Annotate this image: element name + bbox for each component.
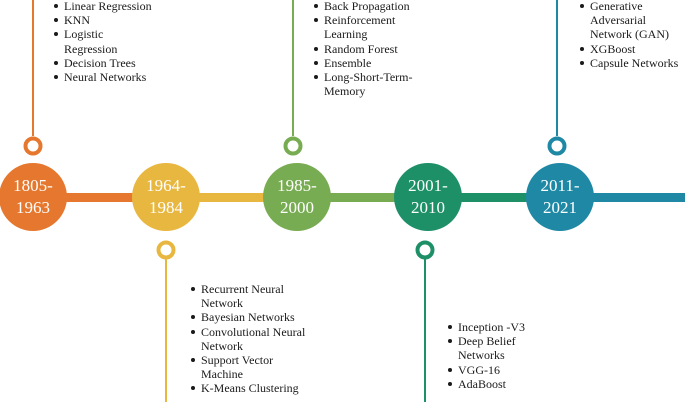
- timeline-bar-segment-4: [398, 193, 530, 202]
- algorithm-item: Generative: [580, 0, 678, 13]
- algorithm-item-continuation: Network: [201, 296, 243, 311]
- algorithm-item: KNN: [54, 13, 152, 27]
- timeline-bar-segment-5: [530, 193, 685, 202]
- algorithm-item: XGBoost: [580, 42, 678, 56]
- era-label-2: 1964- 1984: [131, 175, 201, 219]
- ring-marker-3: [283, 136, 303, 156]
- ring-marker-2: [156, 240, 176, 260]
- ring-marker-5: [547, 136, 567, 156]
- algorithm-item: Recurrent Neural: [191, 282, 305, 296]
- era-label-2-end: 1984: [149, 198, 183, 217]
- era-circle-5: [526, 163, 594, 231]
- algorithm-item: Decision Trees: [54, 56, 152, 70]
- algorithm-item: Bayesian Networks: [191, 310, 305, 324]
- era-label-1-end: 1963: [16, 198, 50, 217]
- algorithm-item: Support Vector: [191, 353, 305, 367]
- algorithm-item-continuation: Regression: [64, 41, 118, 56]
- era-label-1: 1805- 1963: [0, 175, 68, 219]
- algorithm-item: Inception -V3: [448, 320, 525, 334]
- timeline-bar-segment-2: [135, 193, 268, 202]
- algorithm-item: Neural Networks: [54, 70, 152, 84]
- algorithm-item: Linear Regression: [54, 0, 152, 13]
- algorithm-item-continuation: Adversarial: [590, 13, 646, 28]
- algorithm-item-continuation: Network: [201, 338, 243, 353]
- era-label-5: 2011- 2021: [525, 175, 595, 219]
- era-label-4: 2001- 2010: [393, 175, 463, 219]
- era-circle-2: [132, 163, 200, 231]
- timeline-bar-segment-3: [268, 193, 398, 202]
- era-label-5-end: 2021: [543, 198, 577, 217]
- algorithm-item: Back Propagation: [314, 0, 412, 13]
- algorithm-item-continuation: Networks: [458, 348, 505, 363]
- algorithm-item: Logistic: [54, 27, 152, 41]
- era-label-3: 1985- 2000: [262, 175, 332, 219]
- ring-marker-4: [415, 240, 435, 260]
- era-circle-1: [0, 163, 67, 231]
- algorithm-item: Deep Belief: [448, 334, 525, 348]
- algorithm-item: Long-Short-Term-: [314, 70, 412, 84]
- algorithm-item: Capsule Networks: [580, 56, 678, 70]
- era-label-4-end: 2010: [411, 198, 445, 217]
- ring-marker-1: [23, 136, 43, 156]
- era-label-1-start: 1805-: [13, 176, 53, 195]
- era-circle-3: [263, 163, 331, 231]
- timeline-bar-segment-1: [0, 193, 135, 202]
- era-label-3-start: 1985-: [277, 176, 317, 195]
- algorithm-item-continuation: Learning: [324, 27, 368, 42]
- algorithm-item: AdaBoost: [448, 377, 525, 391]
- algorithm-item: Reinforcement: [314, 13, 412, 27]
- era-circle-4: [394, 163, 462, 231]
- algorithm-item-continuation: Memory: [324, 84, 366, 99]
- era-label-5-start: 2011-: [540, 176, 580, 195]
- era-label-4-start: 2001-: [408, 176, 448, 195]
- era-label-3-end: 2000: [280, 198, 314, 217]
- algorithm-item: Convolutional Neural: [191, 325, 305, 339]
- algorithm-item-continuation: Machine: [201, 367, 243, 382]
- algorithm-item: K-Means Clustering: [191, 381, 305, 395]
- algorithm-item-continuation: Network (GAN): [590, 27, 669, 42]
- era-label-2-start: 1964-: [146, 176, 186, 195]
- algorithm-item: VGG-16: [448, 363, 525, 377]
- algorithm-item: Random Forest: [314, 42, 412, 56]
- algorithm-item: Ensemble: [314, 56, 412, 70]
